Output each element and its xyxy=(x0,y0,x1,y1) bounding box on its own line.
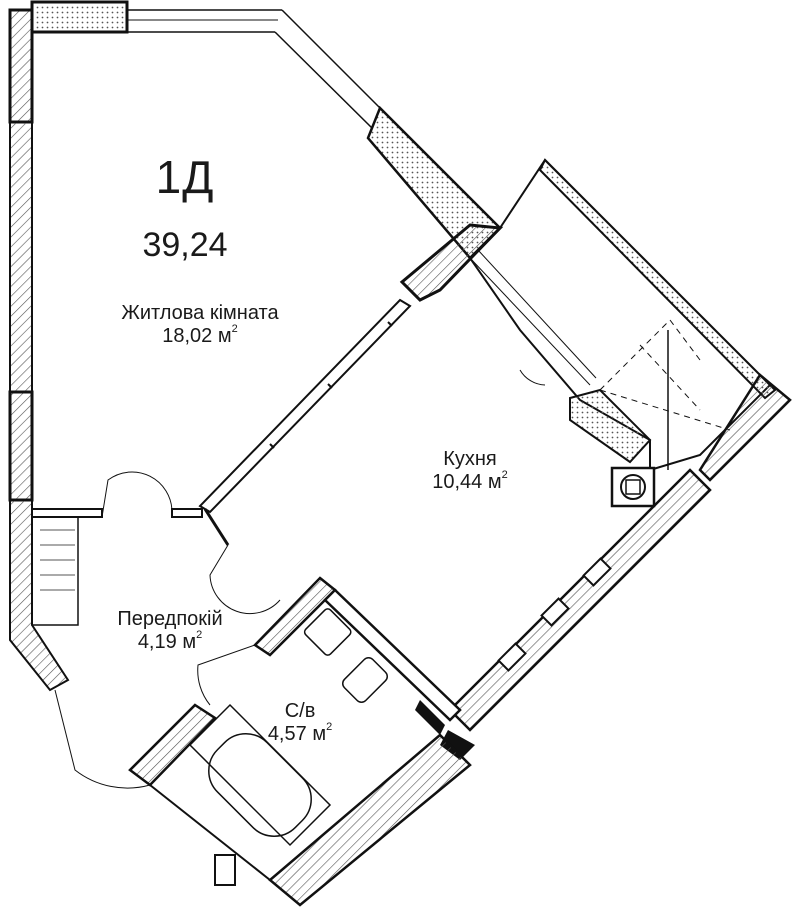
partition-ticks xyxy=(269,321,393,449)
room-label-living: Житлова кімната 18,02 м2 xyxy=(80,302,320,348)
apartment-total-area: 39,24 xyxy=(142,226,228,264)
living-kitchen-partition xyxy=(171,298,412,546)
apartment-code: 1Д xyxy=(155,151,215,203)
room-area: 18,02 м2 xyxy=(162,323,238,347)
room-area: 4,19 м2 xyxy=(137,629,203,653)
toilet xyxy=(341,656,389,704)
room-area: 10,44 м2 xyxy=(432,469,508,493)
balcony xyxy=(468,158,792,482)
top-exterior-wall xyxy=(30,0,381,129)
room-label-hallway: Передпокій 4,19 м2 xyxy=(80,608,260,654)
room-name: Житлова кімната xyxy=(121,302,279,324)
hallway-wardrobe xyxy=(31,508,103,626)
room-name: С/в xyxy=(284,700,316,722)
room-area: 4,57 м2 xyxy=(267,721,333,745)
doors xyxy=(54,369,546,789)
sink xyxy=(303,608,352,656)
bathroom-walls xyxy=(128,576,475,907)
vent-shaft xyxy=(610,466,656,508)
room-name: Передпокій xyxy=(117,608,223,630)
bathtub xyxy=(188,703,332,847)
room-label-kitchen: Кухня 10,44 м2 xyxy=(390,448,550,494)
room-name: Кухня xyxy=(443,448,497,470)
room-label-bathroom: С/в 4,57 м2 xyxy=(240,700,360,746)
kitchen-exterior-wall xyxy=(448,468,712,732)
left-exterior-wall xyxy=(8,8,70,692)
